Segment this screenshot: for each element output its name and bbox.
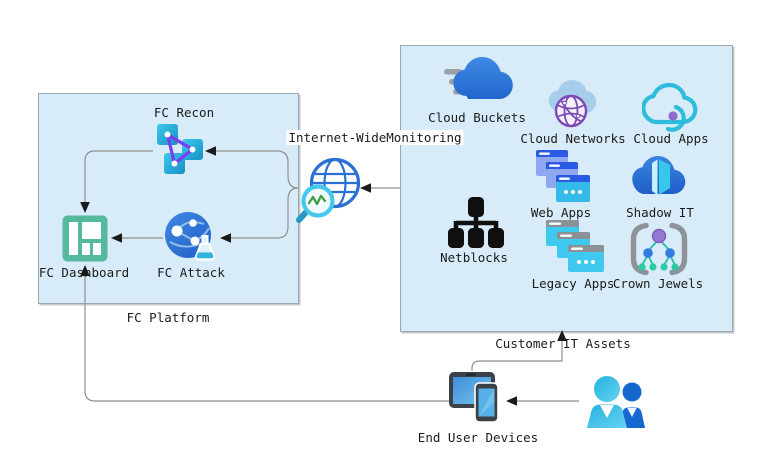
legacy-apps-label: Legacy Apps bbox=[531, 276, 615, 291]
arrowhead bbox=[557, 330, 567, 341]
arrowhead bbox=[80, 202, 90, 213]
web-apps-label: Web Apps bbox=[530, 205, 592, 220]
shadow-it-icon bbox=[630, 148, 686, 202]
edge-devices-to-dashboard bbox=[84, 276, 449, 402]
cloud-networks-label: Cloud Networks bbox=[520, 131, 626, 146]
legacy-apps-icon bbox=[546, 220, 606, 274]
edge-recon-to-dashboard bbox=[84, 150, 153, 202]
web-apps-icon bbox=[536, 150, 590, 204]
arrowhead bbox=[360, 183, 371, 193]
arrowhead bbox=[80, 265, 90, 276]
crown-jewels-icon bbox=[627, 222, 691, 276]
crown-jewels-label: Crown Jewels bbox=[612, 276, 704, 291]
end-user-devices-label: End User Devices bbox=[417, 430, 539, 445]
cloud-buckets-label: Cloud Buckets bbox=[428, 110, 526, 125]
cloud-apps-label: Cloud Apps bbox=[633, 131, 709, 146]
arrowhead bbox=[506, 396, 517, 406]
netblocks-icon bbox=[448, 196, 504, 252]
netblocks-label: Netblocks bbox=[440, 250, 508, 265]
users-icon bbox=[580, 374, 650, 430]
fc-recon-label: FC Recon bbox=[153, 105, 215, 120]
arrowhead bbox=[205, 146, 216, 156]
internet-monitoring-label: Internet-WideMonitoring bbox=[286, 130, 464, 145]
arrowhead bbox=[111, 233, 122, 243]
shadow-it-label: Shadow IT bbox=[626, 205, 694, 220]
edge-devices-to-assets bbox=[471, 341, 563, 371]
fc-attack-icon bbox=[164, 210, 220, 264]
fc-recon-icon bbox=[151, 122, 209, 176]
cloud-buckets-icon bbox=[444, 52, 514, 108]
arrowhead bbox=[220, 233, 231, 243]
cloud-networks-icon bbox=[544, 76, 600, 130]
fc-attack-label: FC Attack bbox=[157, 265, 225, 280]
end-user-devices-icon bbox=[448, 366, 506, 428]
fc-dashboard-icon bbox=[62, 215, 108, 262]
cloud-apps-icon bbox=[641, 80, 702, 136]
edge-monitoring-brace bbox=[216, 150, 299, 239]
fc-platform-label: FC Platform bbox=[126, 310, 210, 325]
customer-it-assets-label: Customer IT Assets bbox=[495, 336, 631, 351]
internet-monitoring-icon bbox=[296, 152, 362, 224]
